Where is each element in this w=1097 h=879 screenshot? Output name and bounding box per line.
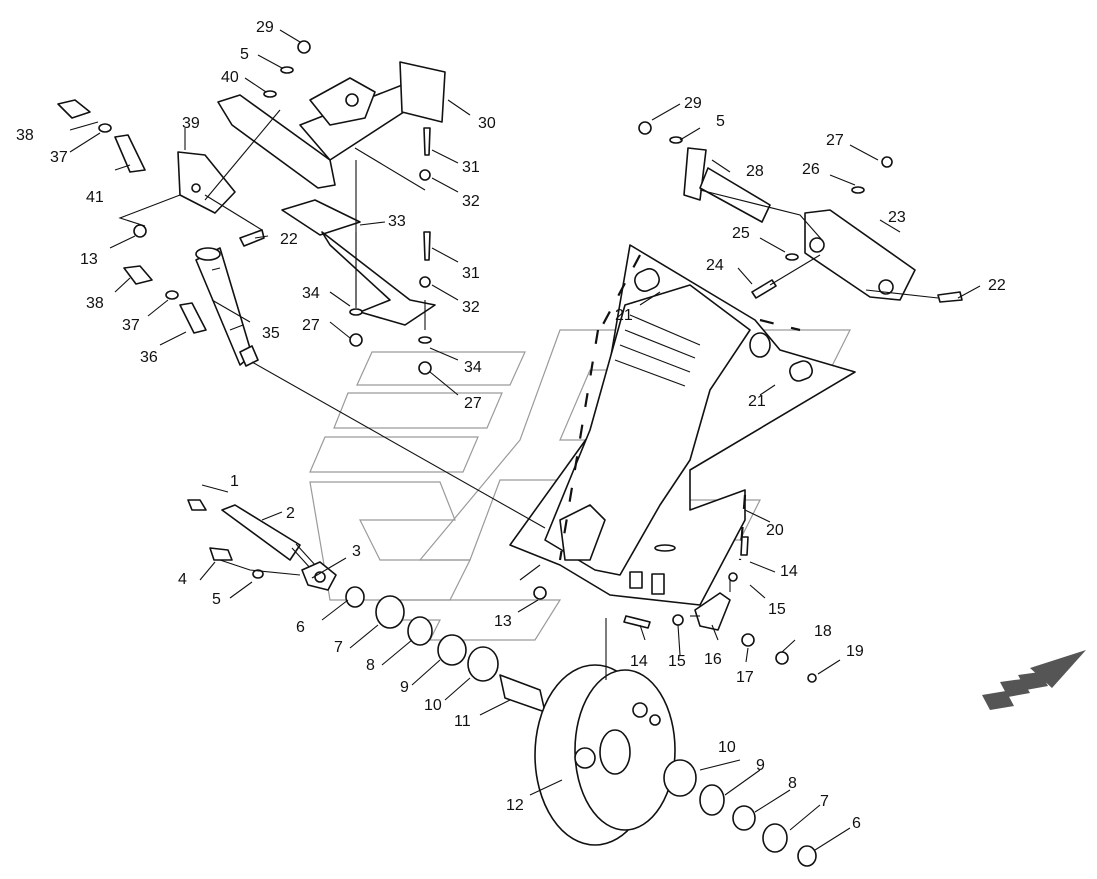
- callout-19: 19: [846, 643, 864, 660]
- upper-frame: [217, 61, 446, 189]
- callout-24: 24: [706, 257, 724, 274]
- callout-37: 37: [122, 317, 140, 334]
- callout-6: 6: [296, 619, 305, 636]
- callout-9: 9: [756, 757, 765, 774]
- bearing-stack-right: [663, 759, 817, 867]
- callout-21: 21: [615, 307, 633, 324]
- callout-2: 2: [286, 505, 295, 522]
- leader-lines: [118, 109, 939, 680]
- callout-7: 7: [334, 639, 343, 656]
- callout-34: 34: [464, 359, 482, 376]
- callout-21: 21: [748, 393, 766, 410]
- callout-27: 27: [826, 132, 844, 149]
- callout-5: 5: [212, 591, 221, 608]
- callout-10: 10: [718, 739, 736, 756]
- swing-arm: [509, 244, 856, 606]
- callout-27: 27: [464, 395, 482, 412]
- callout-17: 17: [736, 669, 754, 686]
- callout-3: 3: [352, 543, 361, 560]
- callout-15: 15: [768, 601, 786, 618]
- callout-32: 32: [462, 193, 480, 210]
- callout-25: 25: [732, 225, 750, 242]
- callout-33: 33: [388, 213, 406, 230]
- axle-assembly: [221, 504, 337, 591]
- bushing-21: [634, 268, 813, 382]
- bracket-16: [533, 536, 817, 683]
- wheel-12: [534, 664, 676, 846]
- callout-8: 8: [788, 775, 797, 792]
- callout-11: 11: [454, 713, 471, 730]
- callout-13: 13: [494, 613, 512, 630]
- pin-and-bracket: [683, 147, 916, 301]
- callout-37: 37: [50, 149, 68, 166]
- bearing-stack-left: [345, 586, 546, 713]
- callout-4: 4: [178, 571, 187, 588]
- callout-36: 36: [140, 349, 158, 366]
- callout-12: 12: [506, 797, 524, 814]
- strut-35: [195, 247, 259, 367]
- callout-23: 23: [888, 209, 906, 226]
- callout-labels: 29 5 40 30 31 32 38 37 39 41 13 22 33 31…: [16, 19, 1006, 832]
- callout-7: 7: [820, 793, 829, 810]
- callout-29: 29: [684, 95, 702, 112]
- callout-8: 8: [366, 657, 375, 674]
- callout-41: 41: [86, 189, 104, 206]
- callout-31: 31: [462, 265, 480, 282]
- callout-27: 27: [302, 317, 320, 334]
- callout-10: 10: [424, 697, 442, 714]
- bracket-39: [177, 151, 236, 214]
- callout-16: 16: [704, 651, 722, 668]
- callout-34: 34: [302, 285, 320, 302]
- callout-22: 22: [280, 231, 298, 248]
- callout-38: 38: [16, 127, 34, 144]
- callout-32: 32: [462, 299, 480, 316]
- callout-1: 1: [230, 473, 239, 490]
- callout-31: 31: [462, 159, 480, 176]
- callout-22: 22: [988, 277, 1006, 294]
- callout-18: 18: [814, 623, 832, 640]
- callout-13: 13: [80, 251, 98, 268]
- callout-pointers: [69, 29, 981, 851]
- callout-20: 20: [766, 522, 784, 539]
- callout-38: 38: [86, 295, 104, 312]
- callout-14: 14: [630, 653, 648, 670]
- callout-40: 40: [221, 69, 239, 86]
- callout-5: 5: [240, 46, 249, 63]
- callout-26: 26: [802, 161, 820, 178]
- callout-9: 9: [400, 679, 409, 696]
- callout-30: 30: [478, 115, 496, 132]
- bracket-33: [281, 199, 436, 326]
- callout-35: 35: [262, 325, 280, 342]
- callout-6: 6: [852, 815, 861, 832]
- direction-arrow: [982, 650, 1086, 710]
- callout-28: 28: [746, 163, 764, 180]
- callout-29: 29: [256, 19, 274, 36]
- callout-5: 5: [716, 113, 725, 130]
- callout-14: 14: [780, 563, 798, 580]
- callout-39: 39: [182, 115, 200, 132]
- callout-15: 15: [668, 653, 686, 670]
